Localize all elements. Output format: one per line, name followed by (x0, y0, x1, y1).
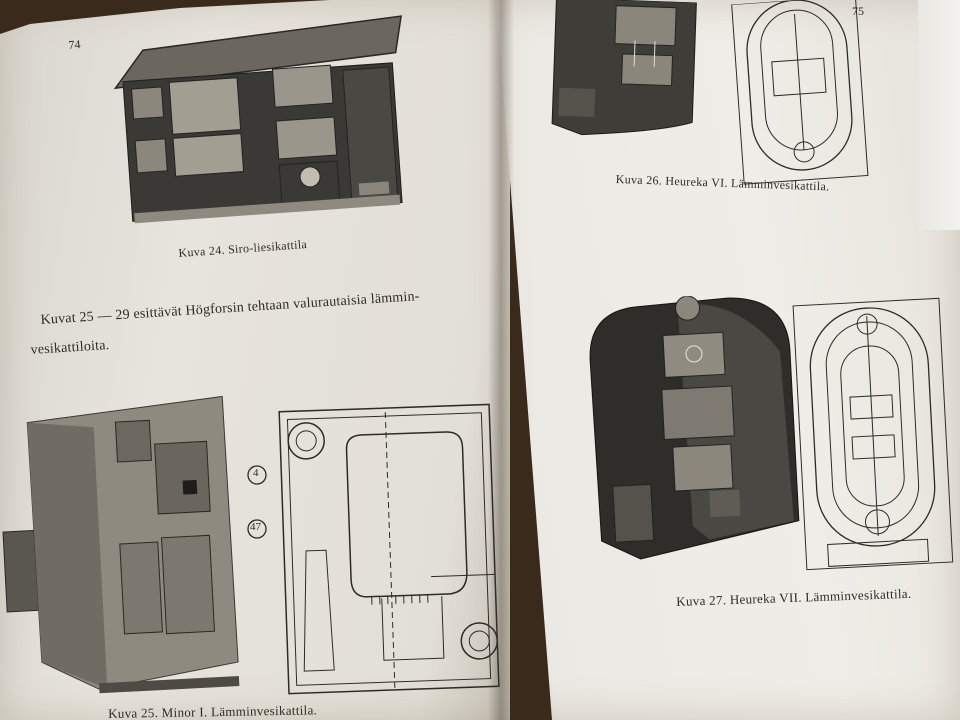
figure-27-technical-drawing (785, 292, 959, 580)
body-text-line-2: vesikattiloita. (30, 338, 110, 358)
figure-26-boiler-photo (542, 0, 707, 143)
figure-24-caption: Kuva 24. Siro-liesikattila (178, 237, 308, 260)
callout-label-4: 4 (253, 467, 259, 479)
callout-marker-4 (246, 464, 268, 486)
left-page: 74 Kuva 24. Siro-liesikattila Kuvat 25 —… (0, 0, 510, 720)
callout-label-47: 47 (250, 521, 261, 533)
callout-marker-47 (246, 518, 268, 540)
figure-26-technical-drawing (724, 0, 877, 191)
figure-27-caption: Kuva 27. Heureka VII. Lämminvesikattila. (676, 585, 912, 609)
figure-25-technical-drawing (265, 394, 510, 702)
figure-27-boiler-photo (577, 290, 811, 571)
figure-24-stove-photo (101, 9, 424, 230)
body-text-line-1: Kuvat 25 — 29 esittävät Högforsin tehtaa… (40, 289, 421, 328)
adjacent-page-edge (918, 0, 960, 230)
right-page: 75 Kuva 26. Heureka VI. Lämminvesikattil… (496, 0, 960, 720)
page-number-left: 74 (68, 37, 81, 52)
figure-25-caption: Kuva 25. Minor I. Lämminvesikattila. (108, 702, 318, 720)
page-number-right: 75 (852, 4, 864, 18)
figure-25-boiler-photo (0, 392, 248, 704)
